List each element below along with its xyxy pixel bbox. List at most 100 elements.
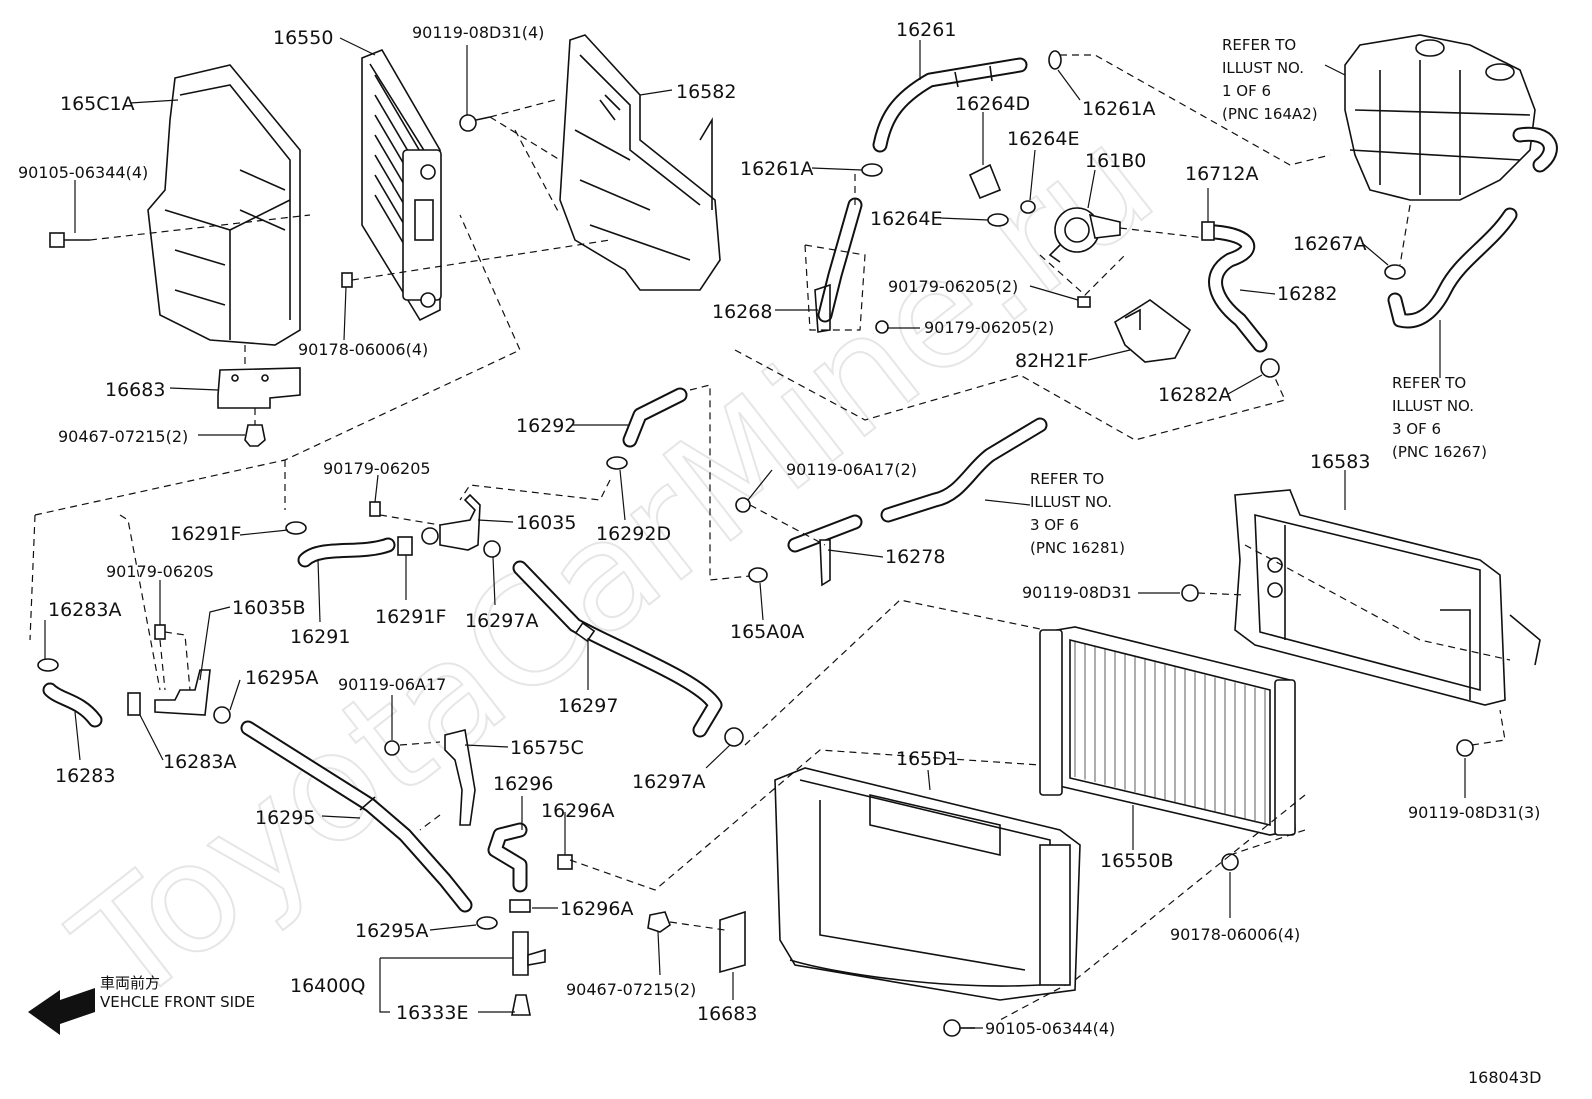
label-16297: 16297 <box>558 695 618 717</box>
label-16291F-a: 16291F <box>170 523 241 545</box>
svg-text:3 OF 6: 3 OF 6 <box>1030 516 1079 534</box>
label-16261A-left: 16261A <box>740 158 813 180</box>
svg-text:ILLUST NO.: ILLUST NO. <box>1222 59 1304 77</box>
clamp-16297A-b <box>724 727 744 747</box>
label-165D1: 165D1 <box>896 748 959 770</box>
label-16550B: 16550B <box>1100 850 1173 872</box>
radiator-support-16583 <box>1234 489 1541 706</box>
bracket-82H21F <box>1113 299 1192 363</box>
leader-lines <box>44 37 1466 1029</box>
direction-label-english: VEHCLE FRONT SIDE <box>100 993 255 1011</box>
label-16291F-b: 16291F <box>375 606 446 628</box>
clamp-16261A-right <box>1048 50 1062 70</box>
clamp-16712A <box>1201 221 1215 241</box>
drain-plug-16333E <box>511 994 531 1016</box>
label-90179-06205-2-a: 90179-06205(2) <box>888 277 1018 296</box>
label-90105-06344-bottom: 90105-06344(4) <box>985 1019 1115 1038</box>
svg-text:(PNC 16281): (PNC 16281) <box>1030 539 1125 557</box>
label-16296A-a: 16296A <box>541 800 614 822</box>
clamp-16283A-a <box>37 658 59 672</box>
bolt-90119-06A17 <box>384 740 400 756</box>
diagram-id: 168043D <box>1468 1068 1541 1087</box>
hose-16261 <box>872 57 1028 153</box>
hose-16295 <box>240 720 473 913</box>
label-90179-06205: 90179-06205 <box>323 459 431 478</box>
label-16278: 16278 <box>885 546 945 568</box>
svg-text:REFER TO: REFER TO <box>1030 470 1104 488</box>
bolt-90105-top <box>49 232 90 248</box>
clamp-16261A-left <box>861 163 883 177</box>
label-165A0A: 165A0A <box>730 621 804 643</box>
clamp-16264E-mid <box>987 213 1009 227</box>
svg-text:REFER TO: REFER TO <box>1392 374 1466 392</box>
bracket-16582 <box>559 34 721 291</box>
reference-note-3: REFER TO ILLUST NO. 3 OF 6 (PNC 16281) <box>1030 470 1125 557</box>
label-16683-bottom: 16683 <box>697 1003 757 1025</box>
label-90119-08D31: 90119-08D31 <box>1022 583 1132 602</box>
clip-90178-bottom <box>1221 853 1239 871</box>
bracket-16683-bottom <box>719 910 746 974</box>
label-16035: 16035 <box>516 512 576 534</box>
label-16295: 16295 <box>255 807 315 829</box>
label-16267A: 16267A <box>1293 233 1366 255</box>
hose-16264D <box>968 163 1002 200</box>
svg-text:1 OF 6: 1 OF 6 <box>1222 82 1271 100</box>
hose-16296 <box>487 822 528 893</box>
svg-text:ILLUST NO.: ILLUST NO. <box>1392 397 1474 415</box>
clamp-16283A-b <box>127 692 141 716</box>
label-82H21F: 82H21F <box>1015 350 1089 372</box>
hose-16281-ref <box>880 417 1048 523</box>
direction-label-japanese: 車両前方 <box>100 974 160 992</box>
label-90119-08D31-4: 90119-08D31(4) <box>412 23 544 42</box>
reference-note-1: REFER TO ILLUST NO. 1 OF 6 (PNC 164A2) <box>1222 36 1318 123</box>
label-16295A-a: 16295A <box>245 667 318 689</box>
bolt-90119-08D31 <box>1181 584 1199 602</box>
label-16292D: 16292D <box>596 523 671 545</box>
svg-text:(PNC 16267): (PNC 16267) <box>1392 443 1487 461</box>
label-16333E: 16333E <box>396 1002 468 1024</box>
bolt-90179-a <box>1077 296 1091 308</box>
bolt-90119-06A17-2 <box>735 497 751 513</box>
bolt-90179-0620S <box>154 624 166 640</box>
clamp-16295A-a <box>213 706 231 724</box>
label-16292: 16292 <box>516 415 576 437</box>
vehicle-front-arrow <box>28 988 95 1035</box>
clamp-16297A-a <box>483 540 501 558</box>
label-90179-0620S: 90179-0620S <box>106 562 214 581</box>
label-90178-06006-top: 90178-06006(4) <box>298 340 428 359</box>
label-16283A-b: 16283A <box>163 751 236 773</box>
label-16264E-top: 16264E <box>1007 128 1079 150</box>
label-90467-07215-top: 90467-07215(2) <box>58 427 188 446</box>
label-16296A-b: 16296A <box>560 898 633 920</box>
label-16268: 16268 <box>712 301 772 323</box>
clamp-16267A <box>1384 264 1406 280</box>
reference-note-2: REFER TO ILLUST NO. 3 OF 6 (PNC 16267) <box>1392 374 1487 461</box>
clamp-16295A-b <box>476 916 498 930</box>
svg-text:REFER TO: REFER TO <box>1222 36 1296 54</box>
clip-90467-top <box>244 424 266 447</box>
clamp-16264E-top <box>1020 200 1036 214</box>
hose-16282 <box>1207 224 1268 353</box>
drain-cock-16400Q <box>512 931 546 976</box>
reservoir-tank <box>1344 34 1558 201</box>
water-outlet-161B0 <box>1048 207 1121 263</box>
bolt-90179-b <box>875 320 889 334</box>
clip-90467-bottom <box>647 911 671 933</box>
bracket-16683-top <box>217 367 301 409</box>
label-90119-06A17: 90119-06A17 <box>338 675 446 694</box>
clip-90178-top <box>341 272 353 288</box>
label-16296: 16296 <box>493 773 553 795</box>
label-16400Q: 16400Q <box>290 975 365 997</box>
water-pipe-16035 <box>421 493 481 551</box>
label-161B0: 161B0 <box>1085 150 1146 172</box>
label-16575C: 16575C <box>510 737 584 759</box>
svg-text:ILLUST NO.: ILLUST NO. <box>1030 493 1112 511</box>
label-90179-06205-2-b: 90179-06205(2) <box>924 318 1054 337</box>
label-16283A-a: 16283A <box>48 599 121 621</box>
label-16291: 16291 <box>290 626 350 648</box>
bolt-90119-08D31-3 <box>1456 739 1474 757</box>
pipe-16268 <box>814 197 863 333</box>
label-16712A: 16712A <box>1185 163 1258 185</box>
part-labels: 16550 90119-08D31(4) 16582 165C1A 90105-… <box>18 19 1540 1038</box>
